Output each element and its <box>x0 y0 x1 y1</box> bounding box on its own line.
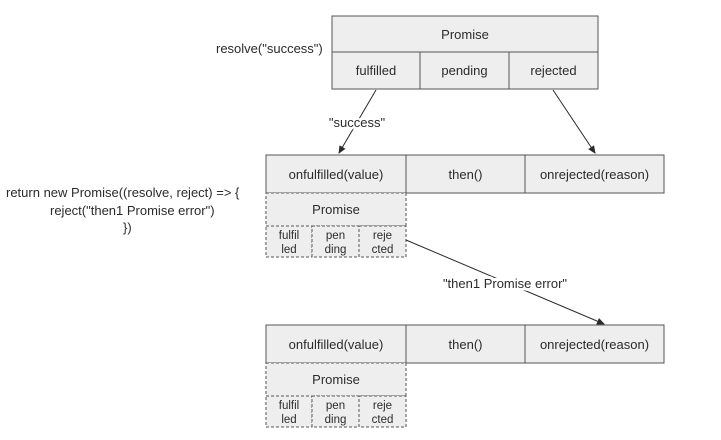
then1-then <box>405 154 526 194</box>
then1-onrejected-label: onrejected(reason) <box>540 167 649 182</box>
then2-inner-fulfilled-l2: led <box>281 414 296 426</box>
then1-inner-fulfilled <box>265 225 313 258</box>
top-promise: Promise fulfilled pending rejected <box>331 15 599 90</box>
then1-inner-pending-l1: pen <box>326 230 345 242</box>
then2-inner-rejected <box>358 395 407 428</box>
then1-onrejected <box>524 154 665 194</box>
then1-inner-pending <box>311 225 360 258</box>
code-line-2: reject("then1 Promise error") <box>50 203 215 218</box>
top-promise-title: Promise <box>441 27 489 42</box>
success-edge-label: "success" <box>329 115 386 130</box>
top-state-rejected <box>508 51 599 90</box>
then1-inner-promise: Promise fulfil led pen ding reje cted <box>265 192 407 258</box>
top-state-rejected-label: rejected <box>530 63 576 78</box>
then1-inner-pending-l2: ding <box>325 244 347 256</box>
then2-inner-fulfilled-l1: fulfil <box>279 400 299 412</box>
then2-onfulfilled <box>265 324 407 364</box>
then2-inner-pending <box>311 395 360 428</box>
then1-row: onfulfilled(value) then() onrejected(rea… <box>265 154 665 194</box>
then1-onfulfilled <box>265 154 407 194</box>
then2-inner-header <box>265 362 407 397</box>
then1-then-label: then() <box>449 167 483 182</box>
then2-inner-rejected-l2: cted <box>372 414 394 426</box>
then2-onrejected-label: onrejected(reason) <box>540 337 649 352</box>
then2-onrejected <box>524 324 665 364</box>
error-edge-label: "then1 Promise error" <box>443 276 567 291</box>
rejected-arrow <box>552 89 596 154</box>
top-state-fulfilled <box>331 51 421 90</box>
error-edge-label-halo: "then1 Promise error" <box>443 276 567 291</box>
then2-inner-rejected-l1: reje <box>373 400 392 412</box>
then2-then <box>405 324 526 364</box>
code-line-1: return new Promise((resolve, reject) => … <box>6 185 240 200</box>
success-arrow <box>338 89 377 154</box>
success-edge-label-halo: "success" <box>329 115 386 130</box>
then2-row: onfulfilled(value) then() onrejected(rea… <box>265 324 665 364</box>
code-snippet: return new Promise((resolve, reject) => … <box>6 185 240 235</box>
code-line-3: }) <box>123 220 132 235</box>
resolve-call-label: resolve("success") <box>216 41 323 56</box>
then1-inner-rejected-l1: reje <box>373 230 392 242</box>
then2-inner-pending-l2: ding <box>325 414 347 426</box>
then1-inner-fulfilled-l1: fulfil <box>279 230 299 242</box>
then1-inner-fulfilled-l2: led <box>281 244 296 256</box>
then1-inner-rejected-l2: cted <box>372 244 394 256</box>
then2-inner-title: Promise <box>312 372 360 387</box>
then2-then-label: then() <box>449 337 483 352</box>
then1-inner-rejected <box>358 225 407 258</box>
then2-inner-fulfilled <box>265 395 313 428</box>
then1-onfulfilled-label: onfulfilled(value) <box>289 167 384 182</box>
error-arrow <box>405 239 605 325</box>
then2-inner-promise: Promise fulfil led pen ding reje cted <box>265 362 407 428</box>
top-state-pending-label: pending <box>441 63 487 78</box>
then2-inner-pending-l1: pen <box>326 400 345 412</box>
then2-onfulfilled-label: onfulfilled(value) <box>289 337 384 352</box>
top-state-fulfilled-label: fulfilled <box>356 63 396 78</box>
then1-inner-header <box>265 192 407 227</box>
top-state-pending <box>419 51 510 90</box>
top-promise-header <box>331 15 599 53</box>
then1-inner-title: Promise <box>312 202 360 217</box>
